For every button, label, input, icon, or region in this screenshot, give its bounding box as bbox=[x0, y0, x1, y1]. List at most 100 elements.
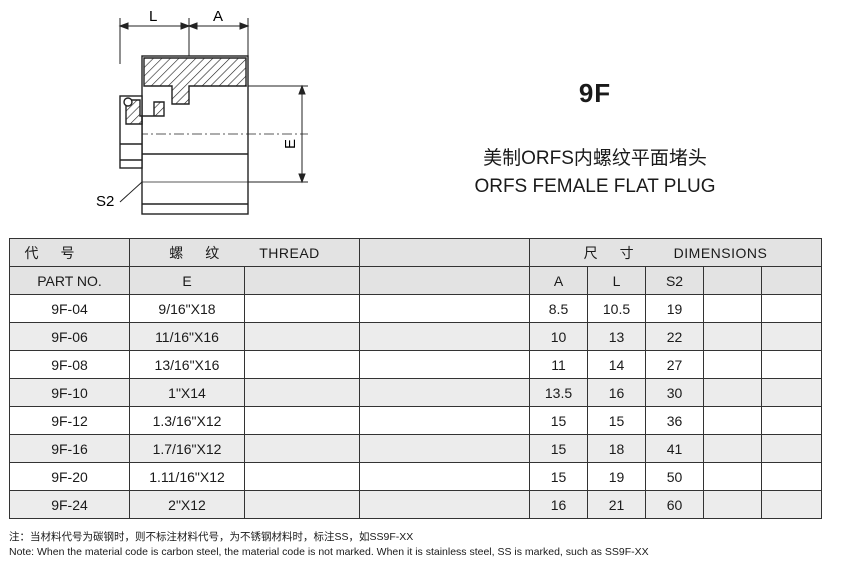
cell-S2: 60 bbox=[645, 490, 704, 519]
cell-L: 16 bbox=[587, 378, 646, 407]
product-name-cn: 美制ORFS内螺纹平面堵头 bbox=[483, 148, 707, 169]
cell-part: 9F-24 bbox=[9, 490, 130, 519]
note-en: Note: When the material code is carbon s… bbox=[9, 546, 649, 558]
cell-S2: 36 bbox=[645, 406, 704, 435]
cell-blank bbox=[703, 490, 762, 519]
cell-thread: 1"X14 bbox=[129, 378, 245, 407]
cell-part: 9F-06 bbox=[9, 322, 130, 351]
subheader-A: A bbox=[529, 266, 588, 295]
header-thread-en: THREAD bbox=[259, 244, 320, 261]
subheader-blank-2 bbox=[359, 266, 530, 295]
cell-L: 14 bbox=[587, 350, 646, 379]
header-dim-cn: 尺寸 bbox=[583, 244, 656, 261]
header-part-en: PART NO. bbox=[9, 266, 130, 295]
cell-blank bbox=[703, 322, 762, 351]
cell-blank bbox=[703, 434, 762, 463]
table-row: 9F-24 2"X12 16 21 60 bbox=[9, 490, 822, 519]
cell-blank bbox=[761, 462, 822, 491]
cell-blank bbox=[244, 322, 360, 351]
cell-blank bbox=[359, 490, 530, 519]
cell-thread: 13/16"X16 bbox=[129, 350, 245, 379]
cell-blank bbox=[359, 462, 530, 491]
cell-A: 10 bbox=[529, 322, 588, 351]
dimension-L-A bbox=[118, 18, 250, 64]
cell-thread: 11/16"X16 bbox=[129, 322, 245, 351]
cell-A: 16 bbox=[529, 490, 588, 519]
notes: 注：当材料代号为碳钢时，则不标注材料代号，为不锈钢材料时，标注SS，如SS9F-… bbox=[9, 530, 649, 560]
cell-A: 13.5 bbox=[529, 378, 588, 407]
cell-S2: 41 bbox=[645, 434, 704, 463]
subheader-E: E bbox=[129, 266, 245, 295]
header-dimensions: 尺寸 DIMENSIONS bbox=[529, 238, 822, 267]
cell-A: 8.5 bbox=[529, 294, 588, 323]
product-code: 9F bbox=[578, 78, 612, 108]
cell-S2: 50 bbox=[645, 462, 704, 491]
cell-blank bbox=[703, 350, 762, 379]
table-row: 9F-20 1.11/16"X12 15 19 50 bbox=[9, 462, 822, 491]
cell-L: 21 bbox=[587, 490, 646, 519]
dim-label-A: A bbox=[213, 8, 223, 25]
table-row: 9F-08 13/16"X16 11 14 27 bbox=[9, 350, 822, 379]
cell-thread: 9/16"X18 bbox=[129, 294, 245, 323]
dimension-E bbox=[248, 84, 308, 184]
dim-label-S2: S2 bbox=[96, 193, 114, 210]
header-part-no: 代号 bbox=[9, 238, 130, 267]
cell-S2: 30 bbox=[645, 378, 704, 407]
cell-blank bbox=[761, 490, 822, 519]
cell-part: 9F-08 bbox=[9, 350, 130, 379]
cell-blank bbox=[761, 322, 822, 351]
cell-L: 13 bbox=[587, 322, 646, 351]
cell-part: 9F-10 bbox=[9, 378, 130, 407]
cell-L: 18 bbox=[587, 434, 646, 463]
cell-blank bbox=[703, 378, 762, 407]
cell-blank bbox=[359, 378, 530, 407]
table-row: 9F-10 1"X14 13.5 16 30 bbox=[9, 378, 822, 407]
cell-A: 15 bbox=[529, 462, 588, 491]
cell-blank bbox=[703, 462, 762, 491]
cell-A: 11 bbox=[529, 350, 588, 379]
cell-L: 19 bbox=[587, 462, 646, 491]
note-cn: 注：当材料代号为碳钢时，则不标注材料代号，为不锈钢材料时，标注SS，如SS9F-… bbox=[9, 531, 414, 543]
cell-thread: 2"X12 bbox=[129, 490, 245, 519]
cell-blank bbox=[761, 434, 822, 463]
cell-blank bbox=[244, 294, 360, 323]
dim-label-E: E bbox=[282, 139, 299, 149]
title-block: 9F 美制ORFS内螺纹平面堵头 ORFS FEMALE FLAT PLUG bbox=[440, 78, 750, 198]
header-dim-en: DIMENSIONS bbox=[673, 244, 768, 261]
table-row: 9F-16 1.7/16"X12 15 18 41 bbox=[9, 434, 822, 463]
cell-blank bbox=[761, 378, 822, 407]
dim-label-L: L bbox=[149, 8, 157, 25]
technical-drawing: L A S2 E bbox=[96, 8, 308, 215]
subheader-blank-4 bbox=[761, 266, 822, 295]
subheader-L: L bbox=[587, 266, 646, 295]
product-name-en: ORFS FEMALE FLAT PLUG bbox=[474, 176, 716, 197]
cell-blank bbox=[244, 406, 360, 435]
cell-blank bbox=[703, 294, 762, 323]
cell-blank bbox=[359, 350, 530, 379]
plug-section bbox=[119, 55, 308, 215]
cell-blank bbox=[359, 322, 530, 351]
cell-blank bbox=[359, 406, 530, 435]
cell-blank bbox=[244, 490, 360, 519]
header-thread-cn: 螺纹 bbox=[169, 244, 242, 261]
cell-thread: 1.3/16"X12 bbox=[129, 406, 245, 435]
cell-L: 10.5 bbox=[587, 294, 646, 323]
cell-part: 9F-04 bbox=[9, 294, 130, 323]
cell-blank bbox=[244, 462, 360, 491]
cell-part: 9F-12 bbox=[9, 406, 130, 435]
cell-blank bbox=[761, 350, 822, 379]
table-row: 9F-12 1.3/16"X12 15 15 36 bbox=[9, 406, 822, 435]
cell-part: 9F-20 bbox=[9, 462, 130, 491]
cell-part: 9F-16 bbox=[9, 434, 130, 463]
cell-A: 15 bbox=[529, 434, 588, 463]
cell-blank bbox=[244, 350, 360, 379]
cell-A: 15 bbox=[529, 406, 588, 435]
cell-S2: 27 bbox=[645, 350, 704, 379]
header-blank-1 bbox=[359, 238, 530, 267]
cell-S2: 19 bbox=[645, 294, 704, 323]
cell-blank bbox=[703, 406, 762, 435]
cell-L: 15 bbox=[587, 406, 646, 435]
subheader-blank-3 bbox=[703, 266, 762, 295]
cell-blank bbox=[359, 294, 530, 323]
